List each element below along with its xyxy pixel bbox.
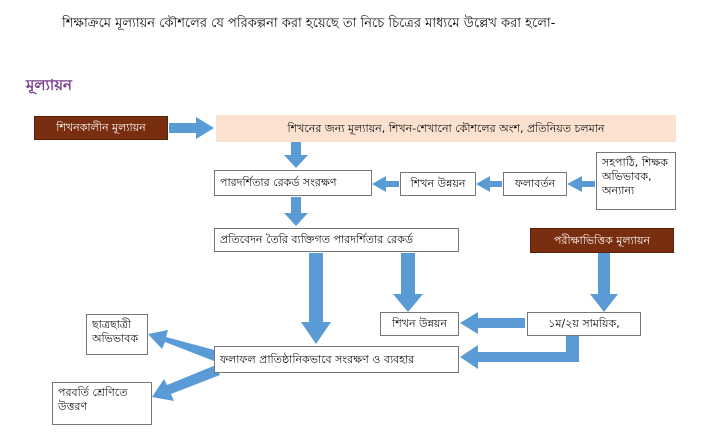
- promotion-box: পরবর্তি শ্রেণিতে উত্তরণ: [52, 382, 152, 425]
- arrow-storage-to-promotion: [152, 365, 220, 401]
- arrow-term-to-improvement: [460, 312, 525, 334]
- arrow-term-to-storage: [460, 336, 579, 369]
- formative-assessment-box: শিখনকালীন মূল্যায়ন: [34, 116, 168, 140]
- term-exams-box: ১ম/২য় সাময়িক,: [527, 312, 641, 336]
- feedback-box: ফলাবর্তন: [503, 172, 567, 196]
- arrow-summative-to-term: [590, 253, 618, 312]
- learning-improvement-bottom-box: শিখন উন্নয়ন: [380, 312, 459, 336]
- arrow-feedback-to-improvement: [476, 176, 502, 192]
- stakeholders-box: সহপাঠি, শিক্ষক অভিভাবক, অন্যান্য: [596, 152, 676, 210]
- arrow-storage-to-guardians: [148, 330, 218, 361]
- arrow-report-to-improvement: [393, 253, 423, 312]
- assessment-for-learning-band: শিখনের জন্য মূল্যায়ন, শিখন-শেখানো কৌশলে…: [216, 115, 676, 142]
- students-guardians-box: ছাত্রছাত্রী অভিভাবক: [86, 314, 148, 355]
- learning-improvement-top-box: শিখন উন্নয়ন: [400, 172, 476, 196]
- arrow-stakeholders-to-feedback: [567, 176, 595, 192]
- report-record-box: প্রতিবেদন তৈরি ব্যক্তিগত পারদর্শিতার রেক…: [214, 228, 459, 252]
- summative-assessment-box: পরীক্ষাভিত্তিক মূল্যায়ন: [530, 228, 674, 253]
- arrow-record-to-report: [284, 197, 308, 226]
- arrow-band-to-record: [284, 141, 308, 168]
- arrow-formative-to-band: [169, 117, 214, 139]
- page-heading: শিক্ষাক্রমে মূল্যায়ন কৌশলের যে পরিকল্পন…: [62, 16, 556, 31]
- institutional-storage-box: ফলাফল প্রাতিষ্ঠানিকভাবে সংরক্ষণ ও ব্যবহা…: [214, 346, 459, 373]
- record-transparency-box: পারদর্শিতার রেকর্ড সংরক্ষণ: [214, 170, 372, 196]
- arrow-report-to-storage: [301, 253, 331, 344]
- section-title: মূল্যায়ন: [26, 76, 72, 94]
- arrow-improvement-to-record: [372, 176, 399, 192]
